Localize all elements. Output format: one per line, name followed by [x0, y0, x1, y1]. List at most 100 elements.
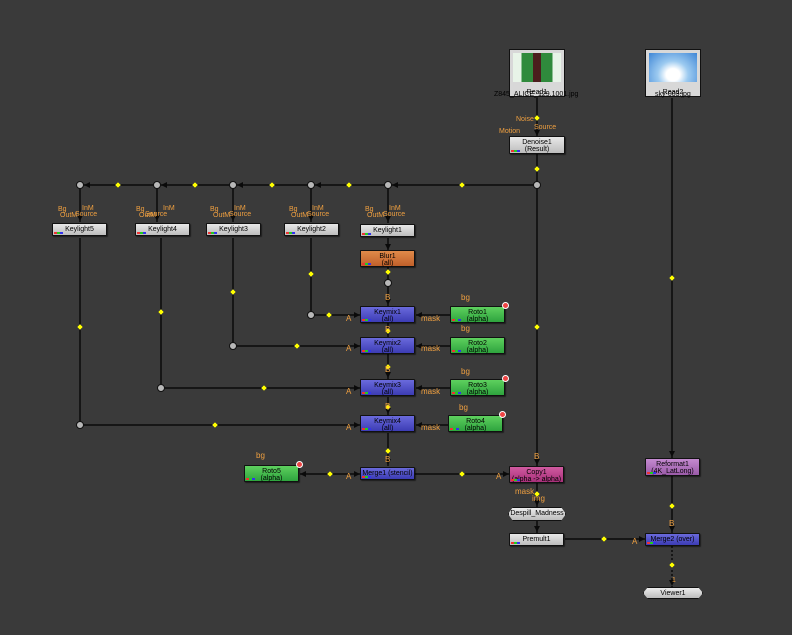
keymix3-a-label: A: [346, 387, 352, 396]
roto1-bg-label: bg: [461, 293, 470, 302]
roto2-node[interactable]: Roto2 (alpha): [450, 337, 505, 354]
read2-node[interactable]: Read2: [645, 49, 701, 97]
keylight3-outm-label: OutM: [213, 212, 231, 219]
keymix1-a-label: A: [346, 314, 352, 323]
read1-node[interactable]: Read1: [509, 49, 565, 97]
merge1-a-label: A: [346, 472, 352, 481]
roto1-indicator-icon: [502, 302, 509, 309]
channel-swatch: [362, 263, 371, 265]
copy1-node[interactable]: Copy1 (alpha -> alpha): [509, 466, 564, 483]
roto3-node[interactable]: Roto3 (alpha): [450, 379, 505, 396]
blur1-sub: (all): [381, 260, 394, 267]
channel-swatch: [452, 350, 461, 352]
denoise-noise-label: Noise: [516, 116, 534, 123]
keylight4-name: Keylight4: [148, 226, 177, 233]
keymix1-node[interactable]: Keymix1 (all): [360, 306, 415, 323]
keylight2-name: Keylight2: [297, 226, 326, 233]
keymix1-name: Keymix1: [374, 309, 401, 316]
copy1-sub: (alpha -> alpha): [511, 476, 562, 483]
keylight2-bg-label: Bg: [289, 206, 298, 213]
keymix4-a-label: A: [346, 423, 352, 432]
dot-node: [229, 181, 237, 189]
keylight3-node[interactable]: Keylight3: [206, 223, 261, 236]
denoise1-node[interactable]: Denoise1 (Result): [509, 136, 565, 154]
read1-label: Read1: [510, 89, 564, 96]
copy1-b-label: B: [534, 452, 540, 461]
keymix3-sub: (all): [381, 389, 394, 396]
roto4-node[interactable]: Roto4 (alpha): [448, 415, 503, 432]
keylight5-inm-label: InM: [82, 205, 94, 212]
merge1-b-label: B: [385, 455, 391, 464]
keymix2-name: Keymix2: [374, 340, 401, 347]
roto1-sub: (alpha): [466, 316, 489, 323]
keylight1-bg-label: Bg: [365, 206, 374, 213]
keymix2-node[interactable]: Keymix2 (all): [360, 337, 415, 354]
channel-swatch: [647, 542, 656, 544]
keylight5-bg-label: Bg: [58, 206, 67, 213]
viewer1-name: Viewer1: [660, 590, 686, 597]
arrow-heads: [77, 130, 675, 586]
channel-swatch: [362, 350, 371, 352]
premult1-name: Premult1: [522, 536, 551, 543]
roto2-bg-label: bg: [461, 324, 470, 333]
keymix2-sub: (all): [381, 347, 394, 354]
keymix2-mask-label: mask: [421, 344, 441, 353]
dot-node: [384, 181, 392, 189]
channel-swatch: [452, 392, 461, 394]
roto1-node[interactable]: Roto1 (alpha): [450, 306, 505, 323]
roto5-sub: (alpha): [260, 475, 283, 482]
channel-swatch: [286, 232, 295, 234]
keymix2-b-label: B: [385, 325, 391, 334]
edge-midpoint-markers: [76, 114, 676, 569]
roto5-name: Roto5: [262, 468, 281, 475]
roto2-name: Roto2: [468, 340, 487, 347]
keylight5-node[interactable]: Keylight5: [52, 223, 107, 236]
blur1-node[interactable]: Blur1 (all): [360, 250, 415, 267]
merge2-node[interactable]: Merge2 (over): [645, 533, 700, 546]
dot-node: [76, 421, 84, 429]
roto5-bg-label: bg: [256, 451, 265, 460]
premult1-node[interactable]: Premult1: [509, 533, 564, 546]
keylight2-source-label: Source: [307, 211, 330, 218]
keymix1-sub: (all): [381, 316, 394, 323]
keylight4-node[interactable]: Keylight4: [135, 223, 190, 236]
dot-nodes[interactable]: [76, 181, 541, 429]
keylight4-source-label: Source: [145, 211, 168, 218]
roto3-indicator-icon: [502, 375, 509, 382]
keylight1-outm-label: OutM: [367, 212, 385, 219]
dot-node: [307, 311, 315, 319]
merge1-name: Merge1 (stencil): [362, 470, 413, 477]
keylight5-name: Keylight5: [65, 226, 94, 233]
read2-name: Read2: [662, 89, 684, 96]
merge1-node[interactable]: Merge1 (stencil): [360, 467, 415, 480]
keymix3-mask-label: mask: [421, 387, 441, 396]
keylight4-outm-label: OutM: [139, 212, 157, 219]
read2-thumbnail: [649, 53, 697, 82]
channel-swatch: [137, 232, 146, 234]
copy1-name: Copy1: [526, 469, 547, 476]
keylight3-name: Keylight3: [219, 226, 248, 233]
dot-node: [307, 181, 315, 189]
dot-node: [76, 181, 84, 189]
channel-swatch: [511, 150, 520, 152]
denoise-source-label: Source: [534, 124, 557, 131]
denoise-motion-label: Motion: [499, 128, 521, 135]
keylight5-outm-label: OutM: [60, 212, 78, 219]
channel-swatch: [362, 476, 371, 478]
denoise1-name: Denoise1: [522, 139, 552, 146]
roto5-node[interactable]: Roto5 (alpha): [244, 465, 299, 482]
keylight3-source-label: Source: [229, 211, 252, 218]
reformat1-node[interactable]: Reformat1 (4K_LatLong): [645, 458, 700, 476]
channel-swatch: [208, 232, 217, 234]
keylight2-node[interactable]: Keylight2: [284, 223, 339, 236]
keymix2-a-label: A: [346, 344, 352, 353]
keymix3-node[interactable]: Keymix3 (all): [360, 379, 415, 396]
viewer1-node[interactable]: Viewer1: [643, 587, 703, 599]
keylight1-node[interactable]: Keylight1: [360, 224, 415, 237]
keymix4-node[interactable]: Keymix4 (all): [360, 415, 415, 432]
roto3-sub: (alpha): [466, 389, 489, 396]
merge2-b-label: B: [669, 519, 675, 528]
channel-swatch: [54, 232, 63, 234]
despill-madness-node[interactable]: Despill_Madness: [508, 507, 566, 521]
